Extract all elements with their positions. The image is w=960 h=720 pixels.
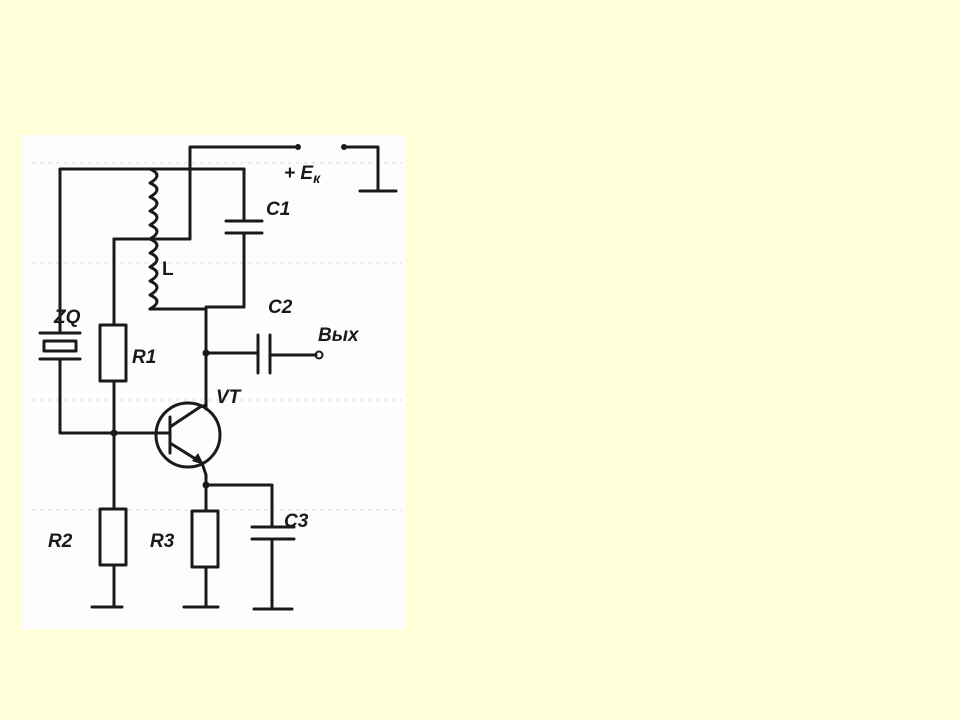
c3-label: C3 — [284, 511, 309, 532]
c2-label: C2 — [268, 297, 293, 318]
emitter-network — [202, 473, 274, 529]
inductor-label: L — [162, 259, 174, 280]
capacitor-c1 — [224, 219, 264, 235]
resistor-r2 — [90, 431, 128, 609]
supply-rail — [188, 144, 398, 241]
circuit-scan: + Eк C1 L C2 Вых ZQ R1 VT C3 R2 R3 — [22, 135, 406, 629]
supply-label: + Eк — [284, 163, 321, 186]
capacitor-c2 — [256, 333, 324, 375]
r1-label: R1 — [132, 347, 156, 368]
resistor-r3 — [182, 509, 220, 609]
resistor-r1 — [98, 237, 128, 437]
tank-circuit — [148, 167, 246, 309]
transistor-vt — [104, 401, 222, 477]
r2-label: R2 — [48, 531, 73, 552]
collector-wire — [202, 307, 260, 411]
crystal-label: ZQ — [53, 307, 81, 328]
transistor-label: VT — [216, 387, 242, 408]
inductor-l — [112, 167, 208, 311]
output-label: Вых — [318, 325, 360, 346]
r3-label: R3 — [150, 531, 175, 552]
capacitor-c3 — [250, 525, 296, 611]
crystal-zq — [38, 331, 82, 369]
c1-label: C1 — [266, 199, 290, 220]
circuit-diagram: + Eк C1 L C2 Вых ZQ R1 VT C3 R2 R3 — [32, 144, 402, 611]
feedback-wire — [58, 167, 152, 435]
